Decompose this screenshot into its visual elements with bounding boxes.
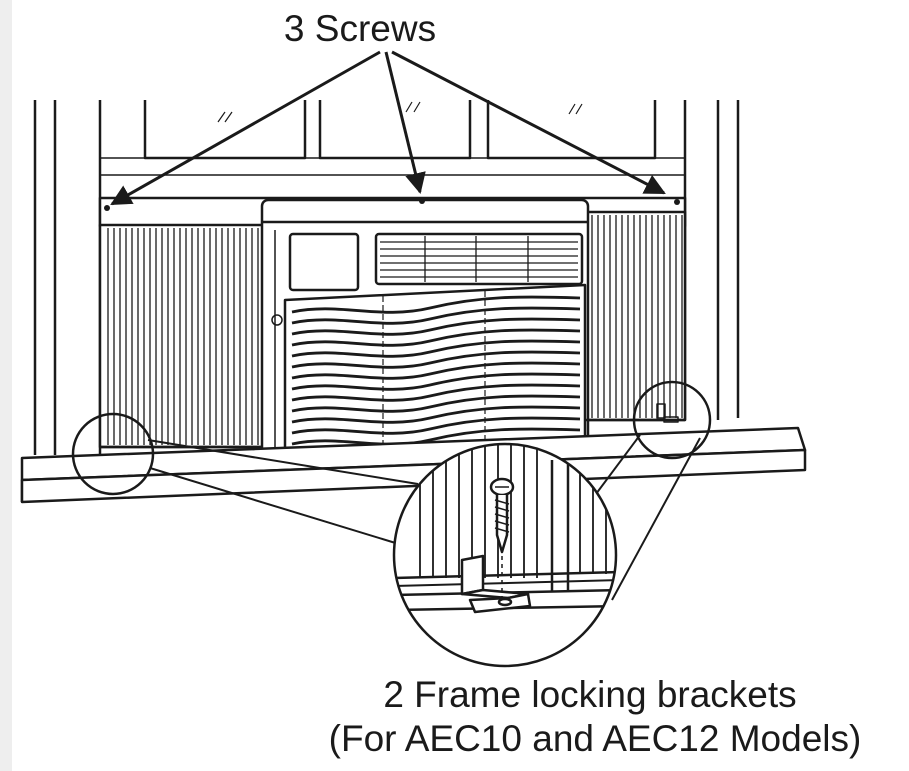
screw-icon	[489, 477, 515, 598]
screw-hole-right	[674, 199, 680, 205]
models-note-label: (For AEC10 and AEC12 Models)	[328, 718, 862, 759]
air-conditioner-unit	[260, 198, 590, 464]
right-side-curtain-panel	[583, 210, 687, 422]
control-panel	[288, 232, 360, 292]
screw-hole-center	[419, 198, 425, 204]
bracket-mark-right	[656, 403, 679, 423]
glass-glint-marks	[217, 101, 583, 123]
left-margin-strip	[0, 0, 12, 771]
locking-bracket	[460, 554, 532, 614]
screw-pointer-arrows	[110, 50, 666, 206]
screws-callout-label: 3 Screws	[283, 8, 437, 49]
brackets-callout-label: 2 Frame locking brackets	[383, 674, 797, 715]
bracket-zoom-view	[392, 442, 618, 668]
top-louvre	[374, 232, 584, 286]
screw-hole-left	[104, 205, 110, 211]
detail-circle-right	[632, 380, 712, 460]
detail-circle-left	[71, 412, 155, 496]
left-side-curtain-panel	[98, 223, 265, 449]
